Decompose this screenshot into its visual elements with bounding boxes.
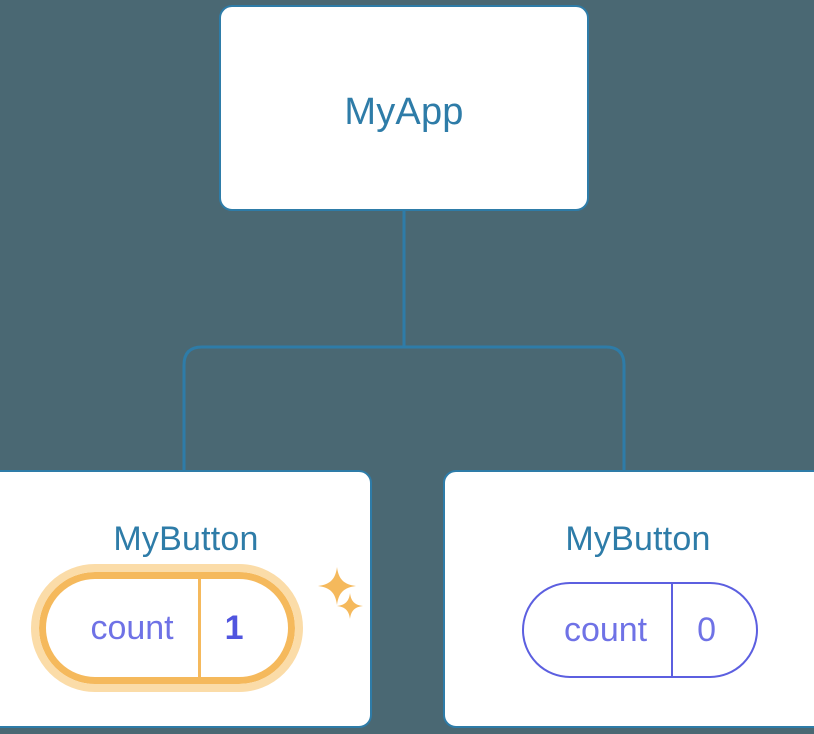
state-pill-wrapper-1: count 0 bbox=[445, 582, 814, 678]
state-pill-1[interactable]: count 0 bbox=[521, 582, 759, 678]
state-pill-wrapper-0: count 1 bbox=[2, 564, 332, 692]
state-pill-value-1: 0 bbox=[671, 584, 756, 676]
node-title-myapp: MyApp bbox=[344, 91, 464, 133]
node-title-mybutton-0: MyButton bbox=[113, 520, 259, 558]
node-title-mybutton-1: MyButton bbox=[565, 520, 711, 558]
state-pill-key-1: count bbox=[563, 611, 648, 649]
connector-branch-left bbox=[182, 345, 404, 474]
node-card-mybutton-1[interactable]: MyButton count 0 bbox=[443, 470, 814, 728]
state-pill-key-0: count bbox=[90, 609, 174, 647]
node-card-mybutton-0[interactable]: MyButton count 1 bbox=[0, 470, 372, 728]
state-pill-value-0: 1 bbox=[197, 579, 288, 677]
connector-branch-right bbox=[404, 345, 626, 474]
state-pill-0[interactable]: count 1 bbox=[31, 564, 303, 692]
node-card-myapp[interactable]: MyApp bbox=[219, 5, 589, 211]
